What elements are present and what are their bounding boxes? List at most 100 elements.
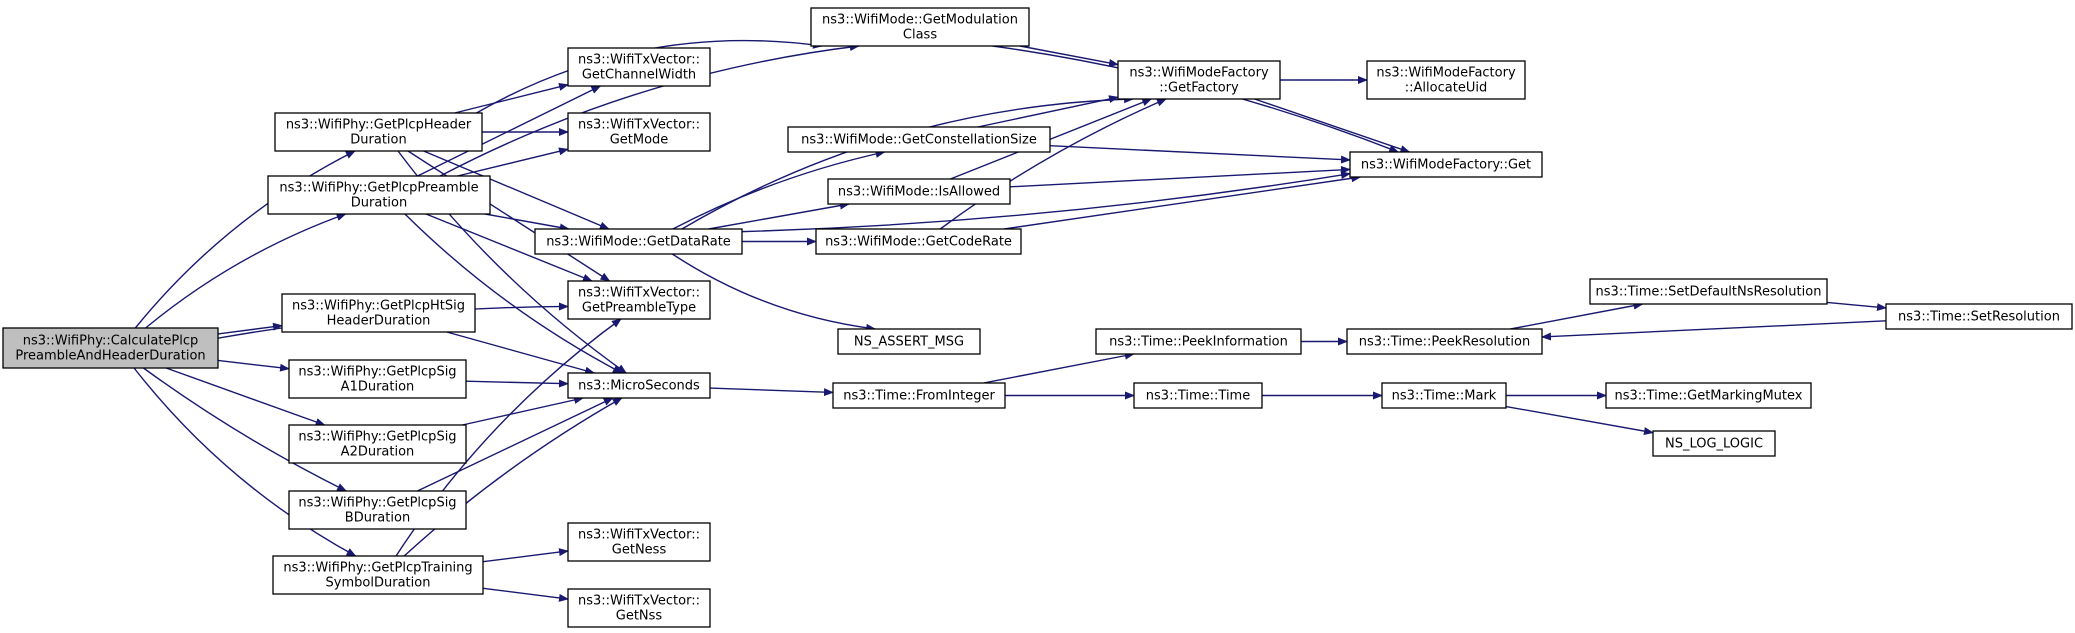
node-alloc[interactable]: ns3::WifiModeFactory::AllocateUid	[1366, 60, 1526, 100]
edge-root-to-siga1	[217, 359, 290, 372]
node-box	[810, 7, 1030, 47]
node-constel[interactable]: ns3::WifiMode::GetConstellationSize	[787, 126, 1051, 153]
node-nss[interactable]: ns3::WifiTxVector::GetNss	[567, 588, 711, 628]
node-label-line: ns3::WifiMode::GetDataRate	[546, 235, 731, 250]
node-label-line: ns3::Time::FromInteger	[843, 389, 995, 404]
node-get[interactable]: ns3::WifiModeFactory::Get	[1349, 151, 1543, 178]
node-coderate[interactable]: ns3::WifiMode::GetCodeRate	[815, 228, 1022, 255]
node-box	[1605, 382, 1812, 409]
node-label-line: ns3::WifiPhy::GetPlcpSig	[298, 430, 456, 445]
edge-line	[709, 387, 834, 397]
edge-datarate-to-assert	[671, 253, 877, 332]
node-getmode[interactable]: ns3::WifiTxVector::GetMode	[567, 112, 711, 152]
edge-line	[134, 150, 356, 329]
node-label-line: ns3::WifiTxVector::	[578, 286, 700, 301]
edge-line	[1254, 98, 1411, 153]
node-label-line: ns3::WifiModeFactory	[1129, 66, 1269, 81]
edge-line	[217, 359, 290, 372]
node-pretype[interactable]: ns3::WifiTxVector::GetPreambleType	[567, 280, 711, 320]
node-box	[567, 522, 711, 562]
edge-line	[484, 213, 570, 232]
edge-frominteger-to-peekinfo	[983, 351, 1135, 384]
node-peekinfo[interactable]: ns3::Time::PeekInformation	[1095, 328, 1302, 355]
node-label-line: ns3::WifiMode::IsAllowed	[838, 185, 1000, 200]
edge-line	[1019, 45, 1119, 67]
node-label-line: ns3::WifiTxVector::	[578, 528, 700, 543]
node-box	[1589, 278, 1828, 305]
edge-line	[983, 351, 1135, 384]
node-box	[267, 175, 491, 215]
node-factory[interactable]: ns3::WifiModeFactory::GetFactory	[1117, 60, 1281, 100]
node-label-line: BDuration	[345, 511, 410, 526]
edge-factory-to-get	[1254, 98, 1411, 153]
edge-root-to-siga2	[165, 367, 326, 426]
edge-peekres-to-setdefault	[1510, 301, 1644, 330]
node-label-line: ns3::WifiTxVector::	[578, 594, 700, 609]
node-box	[272, 555, 484, 595]
node-root[interactable]: ns3::WifiPhy::CalculatePlcpPreambleAndHe…	[2, 327, 219, 369]
node-chw[interactable]: ns3::WifiTxVector::GetChannelWidth	[567, 47, 711, 87]
node-label-line: NS_ASSERT_MSG	[854, 335, 964, 350]
edge-mark-to-loglogic	[1505, 405, 1654, 436]
node-peekres[interactable]: ns3::Time::PeekResolution	[1346, 328, 1543, 355]
edge-line	[165, 367, 326, 426]
edge-line	[1009, 165, 1351, 188]
node-assert[interactable]: NS_ASSERT_MSG	[837, 328, 981, 355]
edge-modclass-to-factory	[1019, 45, 1119, 67]
node-box	[832, 382, 1006, 409]
node-box	[815, 228, 1022, 255]
node-box	[288, 359, 467, 399]
edge-pre-to-chw	[417, 85, 602, 177]
node-datarate[interactable]: ns3::WifiMode::GetDataRate	[534, 228, 743, 255]
node-label-line: PreambleAndHeaderDuration	[15, 349, 205, 364]
edge-line	[404, 213, 623, 374]
edge-line	[1049, 145, 1351, 164]
edge-line	[403, 397, 623, 557]
node-label-line: SymbolDuration	[326, 576, 431, 591]
edge-line	[423, 150, 610, 230]
node-ness[interactable]: ns3::WifiTxVector::GetNess	[567, 522, 711, 562]
node-setres[interactable]: ns3::Time::SetResolution	[1885, 303, 2073, 330]
node-train[interactable]: ns3::WifiPhy::GetPlcpTrainingSymbolDurat…	[272, 555, 484, 595]
edge-line	[462, 396, 585, 426]
node-time[interactable]: ns3::Time::Time	[1133, 382, 1263, 409]
node-loglogic[interactable]: NS_LOG_LOGIC	[1652, 430, 1776, 457]
node-box	[567, 588, 711, 628]
node-mark[interactable]: ns3::Time::Mark	[1381, 382, 1507, 409]
node-box	[1133, 382, 1263, 409]
node-label-line: ns3::WifiPhy::GetPlcpSig	[298, 365, 456, 380]
edge-htsig-to-micro	[446, 331, 596, 375]
node-label-line: ns3::Time::SetDefaultNsResolution	[1596, 285, 1822, 300]
node-isallowed[interactable]: ns3::WifiMode::IsAllowed	[827, 178, 1011, 205]
node-label-line: GetChannelWidth	[582, 68, 696, 83]
edge-root-to-train	[133, 367, 357, 557]
node-label-line: GetNess	[612, 543, 667, 558]
node-label-line: GetMode	[610, 133, 669, 148]
edge-datarate-to-constel	[672, 150, 886, 230]
edge-siga2-to-micro	[462, 396, 585, 426]
node-mutex[interactable]: ns3::Time::GetMarkingMutex	[1605, 382, 1812, 409]
node-box	[567, 372, 711, 399]
edge-pre-to-getmode	[457, 147, 569, 177]
node-label-line: GetNss	[616, 609, 663, 624]
edge-train-to-nss	[482, 587, 569, 602]
edge-line	[465, 379, 569, 388]
edge-datarate-to-factory	[681, 95, 1135, 230]
node-box	[1381, 382, 1507, 409]
edge-pre-to-modclass	[439, 43, 860, 177]
node-box	[567, 47, 711, 87]
node-frominteger[interactable]: ns3::Time::FromInteger	[832, 382, 1006, 409]
node-setdefault[interactable]: ns3::Time::SetDefaultNsResolution	[1589, 278, 1828, 305]
node-label-line: ns3::WifiTxVector::	[578, 118, 700, 133]
edge-setres-to-peekres	[1541, 320, 1887, 341]
node-label-line: ns3::WifiMode::GetConstellationSize	[801, 133, 1037, 148]
node-micro[interactable]: ns3::MicroSeconds	[567, 372, 711, 399]
edge-micro-to-frominteger	[709, 387, 834, 397]
